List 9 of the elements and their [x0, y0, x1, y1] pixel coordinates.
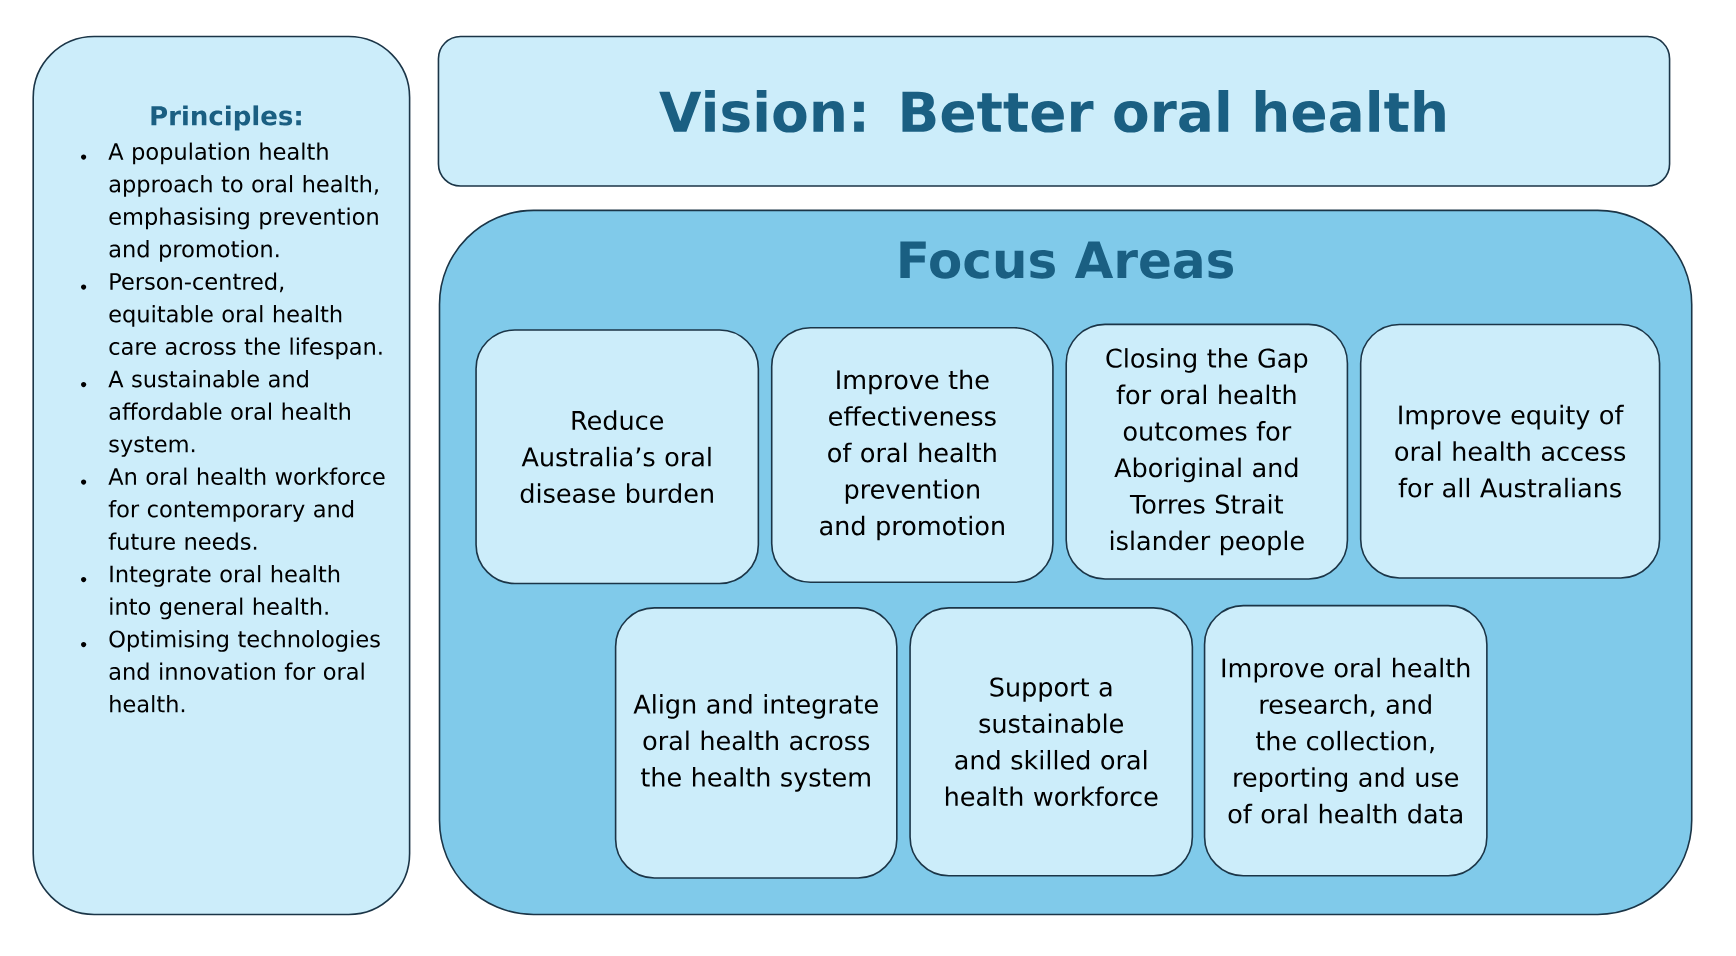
principles-panel: Principles: A population health approach to oral health, emphasising prevention and promotion. Person-centred, equitable oral health care across the lifespan. A sustainable and affordable oral health system. An oral health workforce for contemporary and future needs. Integrate oral health into general health. Optimising technologies and innovation for oral health. [32, 35, 411, 916]
focus-area-box: Improve oral health research, and the collection, reporting and use of oral health data [1203, 604, 1488, 877]
focus-area-box: Closing the Gap for oral health outcomes for Aboriginal and Torres Strait islander people [1065, 323, 1349, 580]
focus-area-box: Reduce Australia’s oral disease burden [475, 329, 760, 585]
focus-area-box: Improve the effectiveness of oral health prevention and promotion [770, 326, 1054, 584]
vision-banner: Vision: Better oral health [437, 35, 1671, 187]
focus-area-box: Align and integrate oral health across the health system [614, 607, 898, 879]
focus-area-box: Improve equity of oral health access for all Australians [1359, 323, 1661, 579]
focus-area-box: Support a sustainable and skilled oral health workforce [909, 607, 1194, 877]
